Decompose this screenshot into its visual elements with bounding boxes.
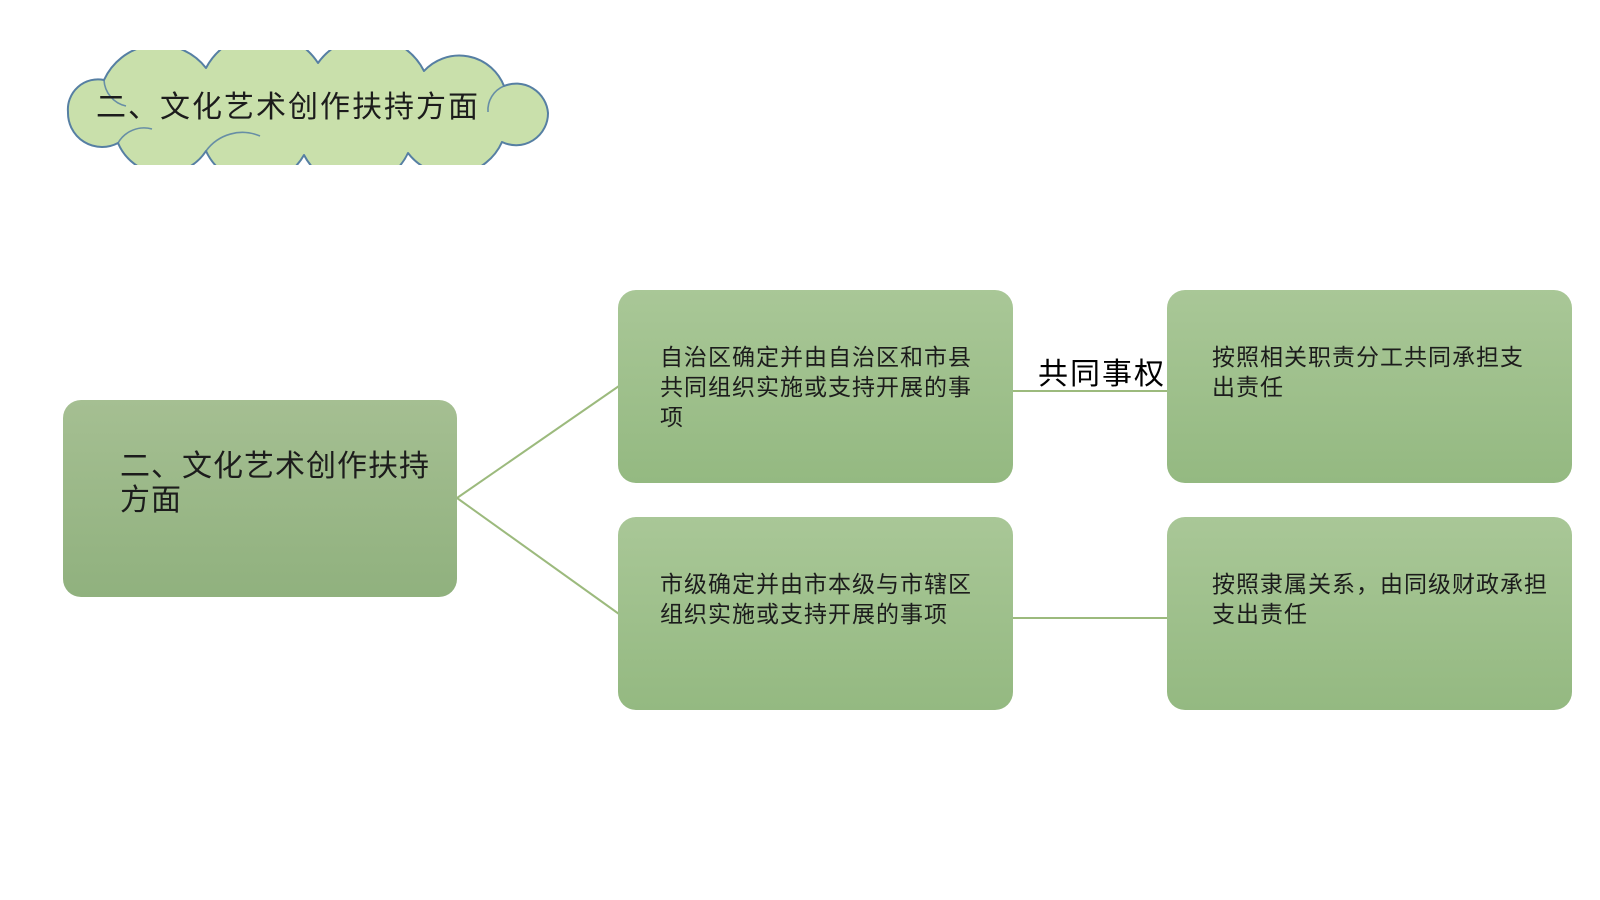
top-responsibility-label: 按照相关职责分工共同承担支 出责任 — [1212, 345, 1524, 400]
top-item-label: 自治区确定并由自治区和市县 共同组织实施或支持开展的事 项 — [660, 345, 972, 430]
cloud-inner-arc-bottom — [205, 131, 261, 152]
connector-root-to-top-item — [456, 385, 620, 499]
bottom-responsibility-label: 按照隶属关系，由同级财政承担 支出责任 — [1212, 572, 1548, 627]
connector-root-to-bottom-item — [456, 497, 620, 615]
cloud-inner-arc-right — [487, 85, 505, 113]
cloud-inner-arc-bottom-left — [117, 127, 153, 144]
bottom-responsibility-node: 按照隶属关系，由同级财政承担 支出责任 — [1167, 517, 1572, 710]
top-responsibility-node: 按照相关职责分工共同承担支 出责任 — [1167, 290, 1572, 483]
root-node-label: 二、文化艺术创作扶持 方面 — [120, 450, 430, 517]
cloud-inner-arc-top-left — [103, 79, 127, 107]
top-item-node: 自治区确定并由自治区和市县 共同组织实施或支持开展的事 项 — [618, 290, 1013, 483]
cloud-outline-path — [66, 50, 550, 165]
cloud-shape — [66, 50, 550, 165]
bottom-item-label: 市级确定并由市本级与市辖区 组织实施或支持开展的事项 — [660, 572, 972, 627]
cloud-title: 二、文化艺术创作扶持方面 — [96, 91, 480, 124]
bottom-item-node: 市级确定并由市本级与市辖区 组织实施或支持开展的事项 — [618, 517, 1013, 710]
edge-label: 共同事权 — [1038, 358, 1166, 391]
root-node: 二、文化艺术创作扶持 方面 — [63, 400, 457, 597]
